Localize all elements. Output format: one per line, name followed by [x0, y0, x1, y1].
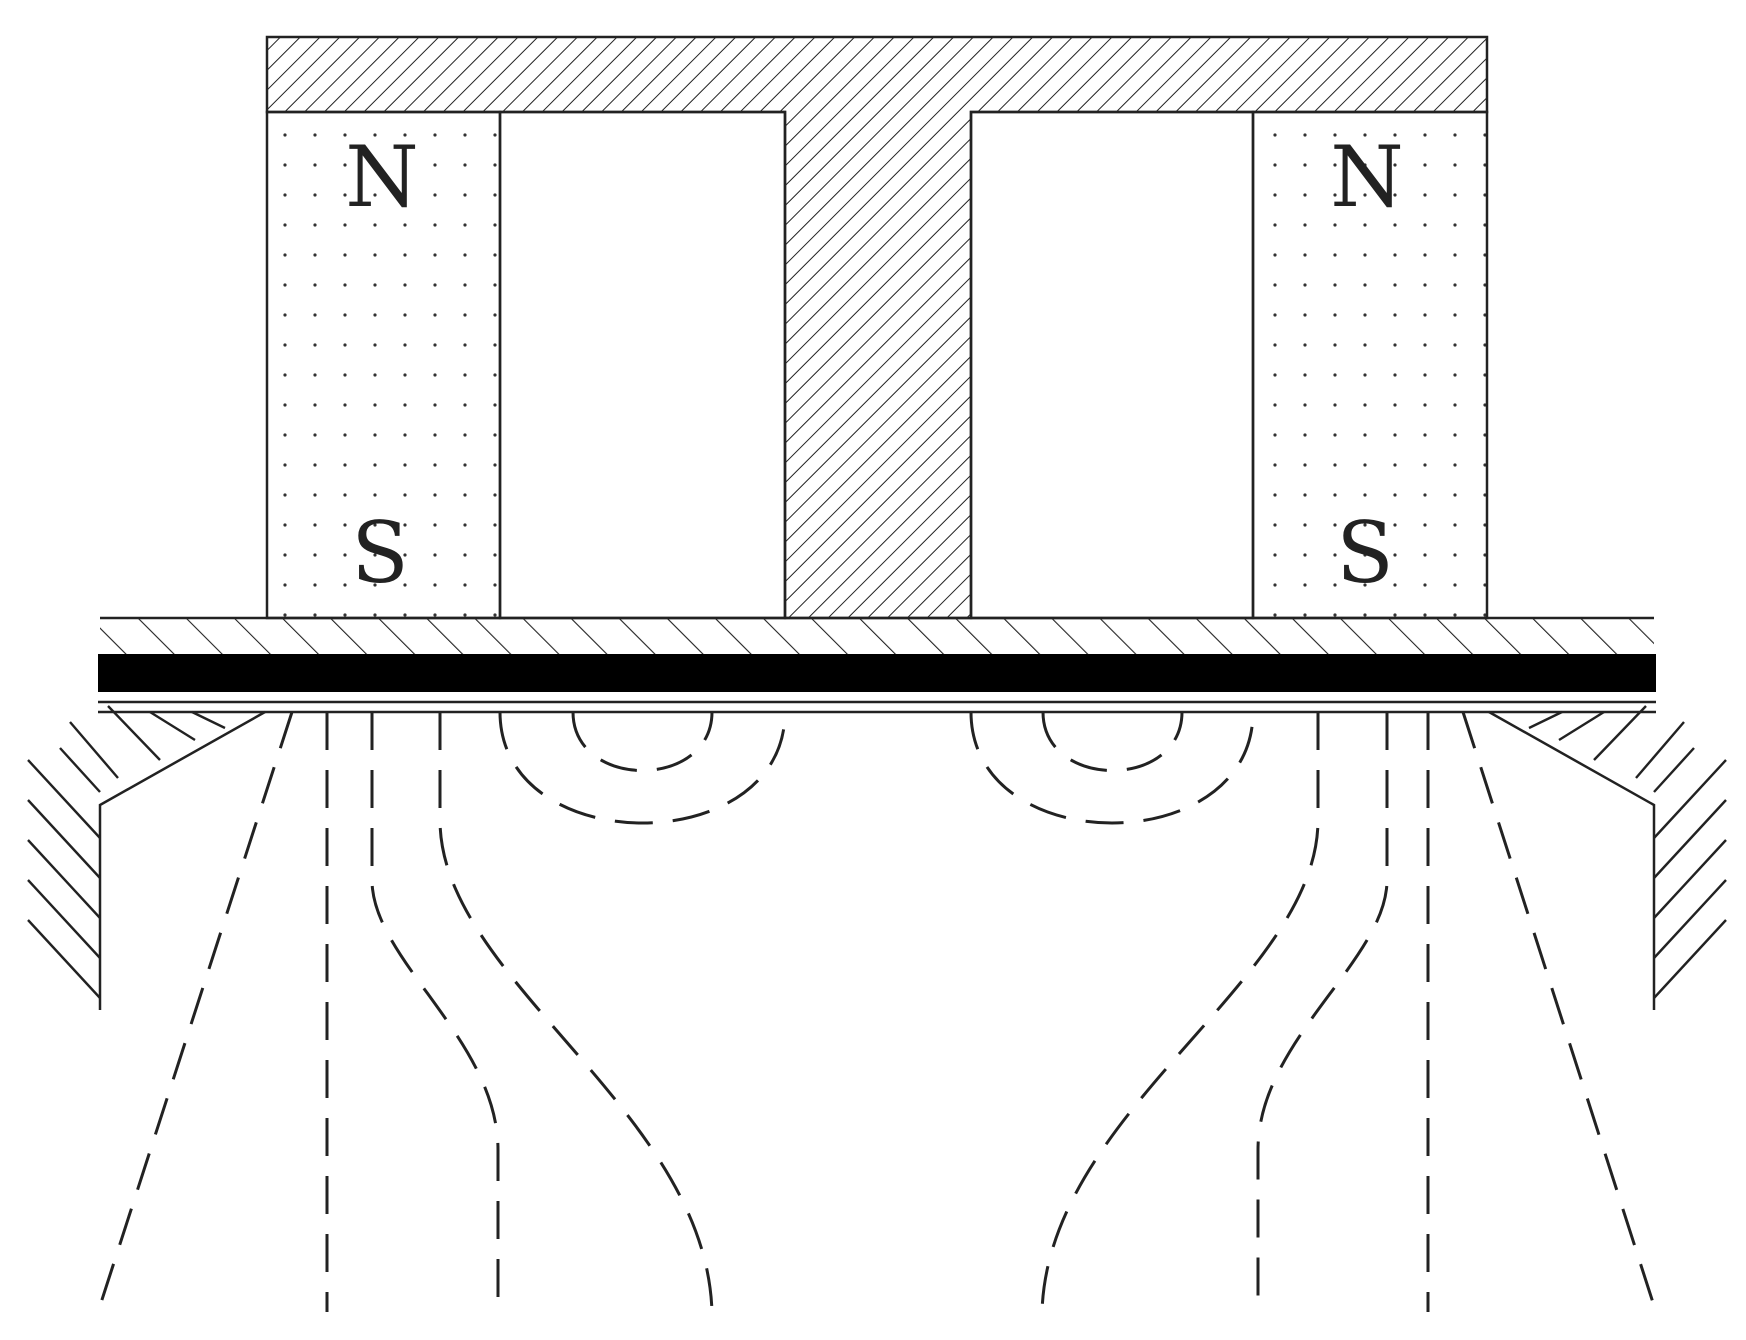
left-magnet: N S — [265, 110, 502, 620]
left-magnet-south-label: S — [351, 504, 409, 602]
field-line — [370, 712, 500, 1312]
right-shield — [1488, 705, 1727, 1010]
backing-plate — [100, 616, 1654, 654]
magnetic-field-lines — [96, 711, 1658, 1313]
field-line — [438, 712, 714, 1313]
field-arch — [1041, 711, 1184, 772]
right-magnet: N S — [1251, 110, 1489, 620]
field-line — [1040, 712, 1320, 1313]
left-shield — [27, 705, 266, 1010]
field-line — [96, 711, 294, 1313]
field-arch — [498, 711, 787, 825]
field-arch — [571, 711, 714, 772]
field-line — [1461, 711, 1658, 1313]
right-magnet-south-label: S — [1336, 504, 1394, 602]
right-magnet-north-label: N — [1330, 128, 1404, 226]
right-gap — [969, 110, 1255, 620]
target-plate — [98, 654, 1656, 692]
left-magnet-north-label: N — [345, 128, 419, 226]
substrate-line — [98, 700, 1656, 714]
field-arch — [969, 711, 1255, 825]
field-line — [1256, 712, 1389, 1312]
left-gap — [498, 110, 787, 620]
